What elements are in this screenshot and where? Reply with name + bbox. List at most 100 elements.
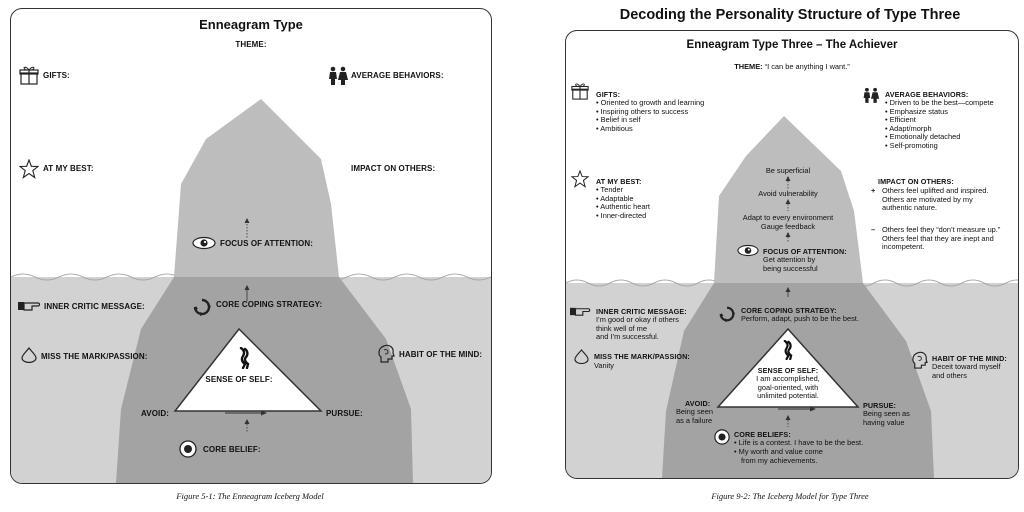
list-item: Belief in self [596,116,704,125]
left-iceberg-panel: Enneagram Type THEME: GIFTS: AVERAGE BEH… [10,8,492,484]
impact-minus-sign: – [871,225,876,234]
impact-line: Others are motivated by my [882,194,973,204]
left-gifts-label: GIFTS: [43,71,70,80]
right-miss-mark-label: MISS THE MARK/PASSION: [594,352,690,361]
right-impact-plus: Others feel uplifted and inspired. Other… [882,186,989,213]
impact-line: incompetent. [882,242,925,252]
left-at-my-best-label: AT MY BEST: [43,164,94,173]
right-gifts-list: Oriented to growth and learning Inspirin… [596,98,705,134]
list-item: Adapt/morph [885,124,994,134]
inner-critic-line: think well of me [596,323,647,333]
right-average-behaviors-list: Driven to be the best—compete Emphasize … [885,98,994,151]
sense-triangle [173,327,323,412]
peak-text-1: Be superficial [765,166,811,175]
right-core-coping-label: CORE COPING STRATEGY: [741,306,837,315]
right-habit-value: Deceit toward myself and others [932,362,1001,380]
right-inner-critic-value: I’m good or okay if others think well of… [596,315,679,342]
right-inner-critic-label: INNER CRITIC MESSAGE: [596,307,687,316]
left-pursue-label: PURSUE: [326,409,363,418]
sense-triangle [716,327,860,408]
right-theme-label: THEME: [734,62,763,71]
peak-text-3b: Gauge feedback [760,221,816,231]
walking-figure-icon [239,347,250,369]
right-average-behaviors-label: AVERAGE BEHAVIORS: [885,90,969,99]
pursue-value-1: Being seen as [863,409,910,418]
right-gifts-label: GIFTS: [596,90,621,99]
right-iceberg-panel: Enneagram Type Three – The Achiever THEM… [565,30,1019,479]
right-core-beliefs-list: Life is a contest. I have to be the best… [734,438,864,457]
list-item: Self-promoting [885,141,994,151]
star-icon [571,170,589,188]
drop-icon [574,349,589,364]
inner-critic-line: I’m good or okay if others [596,315,679,324]
right-avoid-value: Being seen as a failure [676,407,713,425]
right-avoid-label: AVOID: [685,399,711,408]
impact-plus-sign: + [871,186,876,195]
left-miss-mark-label: MISS THE MARK/PASSION: [41,352,148,361]
left-theme-label: THEME: [235,40,267,49]
right-core-coping-value: Perform, adapt, push to be the best. [741,314,859,323]
right-pursue-value: Being seen as having value [863,409,910,427]
eye-icon [737,244,759,257]
peak-text-3: Adapt to every environment Gauge feedbac… [718,213,858,231]
avoid-value-1: Being seen [676,407,713,416]
left-impact-label: IMPACT ON OTHERS: [351,164,436,173]
sense-line: goal-oriented, with [757,382,819,392]
right-focus-label: FOCUS OF ATTENTION: [763,247,847,256]
eye-icon [192,236,216,250]
right-core-beliefs-cont: from my achievements. [741,456,818,465]
left-caption: Figure 5-1: The Enneagram Iceberg Model [176,491,324,501]
peak-text-3a: Adapt to every environment [742,213,834,222]
left-core-belief-label: CORE BELIEF: [203,445,261,454]
left-habit-label: HABIT OF THE MIND: [399,350,483,359]
left-core-coping-label: CORE COPING STRATEGY: [216,300,323,309]
walking-figure-icon [783,340,793,360]
avoid-value-2: as a failure [676,415,713,425]
list-item: Adaptable [596,194,650,204]
list-item: Authentic heart [596,203,650,212]
list-item: Tender [596,185,650,195]
sense-line: I am accomplished, [756,374,820,383]
list-item: Ambitious [596,124,704,134]
right-impact-minus: Others feel they “don’t measure up.” Oth… [882,225,1001,252]
focus-value-1: Get attention by [763,255,816,264]
impact-line: Others feel uplifted and inspired. [882,186,989,195]
main-title: Decoding the Personality Structure of Ty… [619,7,961,23]
right-impact-label: IMPACT ON OTHERS: [878,177,954,186]
inner-critic-line: and I’m successful. [596,332,659,342]
list-item: Oriented to growth and learning [596,98,705,108]
right-panel-title: Enneagram Type Three – The Achiever [686,39,898,51]
list-item: My worth and value come [734,447,863,457]
impact-line: Others feel they “don’t measure up.” [882,225,1001,234]
right-at-my-best-list: Tender Adaptable Authentic heart Inner-d… [596,185,650,220]
sense-line: unlimited potential. [757,391,819,401]
right-theme: THEME: “I can be anything I want.” [566,62,1018,71]
pointing-hand-icon [18,302,41,311]
right-sense-value: I am accomplished, goal-oriented, with u… [728,374,848,401]
people-icon [863,87,880,103]
list-item: Emphasize status [885,107,994,117]
iceberg-tip [714,116,863,283]
star-icon [19,159,39,179]
gift-icon [19,66,39,85]
pursue-value-2: having value [863,417,905,427]
cycle-arrows-icon [719,306,736,323]
right-at-my-best-label: AT MY BEST: [596,177,642,186]
list-item: Emotionally detached [885,133,994,142]
impact-line: authentic nature. [882,203,938,213]
right-sense-label: SENSE OF SELF: [757,366,819,375]
gift-icon [571,83,589,100]
drop-icon [21,347,37,363]
left-iceberg-graphic [11,99,491,483]
cycle-arrows-icon [193,298,211,316]
target-icon [714,429,730,445]
habit-value-1: Deceit toward myself [932,362,1001,371]
right-focus-value: Get attention by being successful [763,255,818,273]
left-sense-label: SENSE OF SELF: [205,375,273,384]
focus-value-2: being successful [763,263,818,273]
left-panel-title: Enneagram Type [199,17,303,32]
right-pursue-label: PURSUE: [863,401,897,410]
head-profile-icon [378,344,395,363]
left-average-behaviors-label: AVERAGE BEHAVIORS: [351,71,444,80]
left-focus-label: FOCUS OF ATTENTION: [220,239,314,248]
